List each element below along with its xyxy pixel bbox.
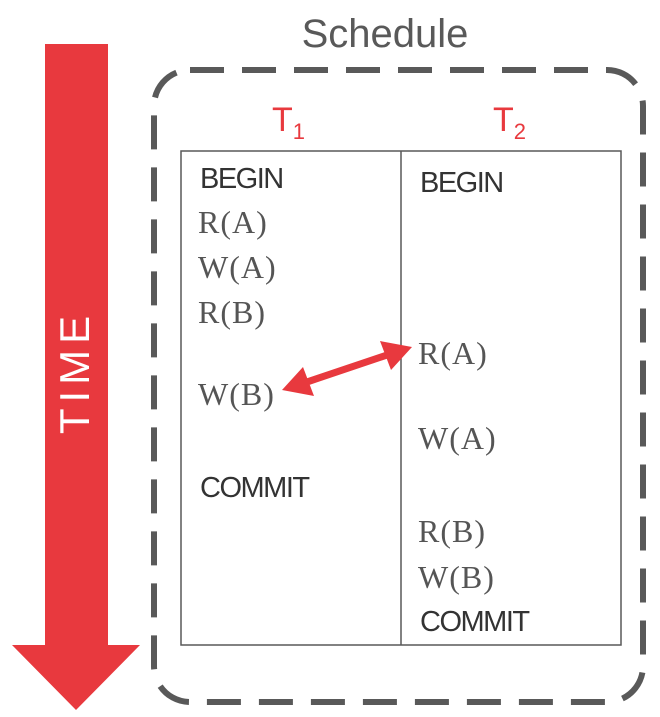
t1-op-write-b: W(B) (198, 376, 275, 412)
conflict-arrow-shaft (302, 350, 392, 387)
t2-label-name: T (493, 101, 514, 139)
t2-op-write-a: W(A) (418, 420, 497, 456)
conflict-arrowhead-left (282, 367, 314, 396)
time-arrow: TIME (12, 44, 140, 710)
t2-op-commit: COMMIT (420, 606, 530, 638)
t2-op-read-a: R(A) (418, 335, 488, 371)
time-label: TIME (51, 310, 98, 434)
conflict-arrow (282, 341, 412, 396)
schedule-title: Schedule (302, 12, 469, 56)
t2-label: T2 (493, 101, 526, 144)
t2-op-read-b: R(B) (418, 513, 486, 549)
t1-op-write-a: W(A) (198, 249, 277, 285)
schedule-dashed-border (151, 67, 646, 705)
time-arrow-shape (12, 44, 140, 710)
t1-op-commit: COMMIT (200, 472, 310, 504)
t1-op-read-a: R(A) (198, 204, 268, 240)
t1-label-name: T (272, 101, 293, 139)
t1-label: T1 (272, 101, 305, 144)
t1-op-begin: BEGIN (200, 163, 283, 195)
conflict-arrowhead-right (380, 341, 412, 370)
t2-op-write-b: W(B) (418, 559, 495, 595)
t2-column: BEGIN R(A) W(A) R(B) W(B) COMMIT (418, 167, 532, 638)
t2-label-subscript: 2 (514, 119, 526, 144)
t1-column: BEGIN R(A) W(A) R(B) W(B) COMMIT (198, 163, 312, 504)
t1-op-read-b: R(B) (198, 294, 266, 330)
t2-op-begin: BEGIN (420, 167, 503, 199)
t1-label-subscript: 1 (293, 119, 305, 144)
